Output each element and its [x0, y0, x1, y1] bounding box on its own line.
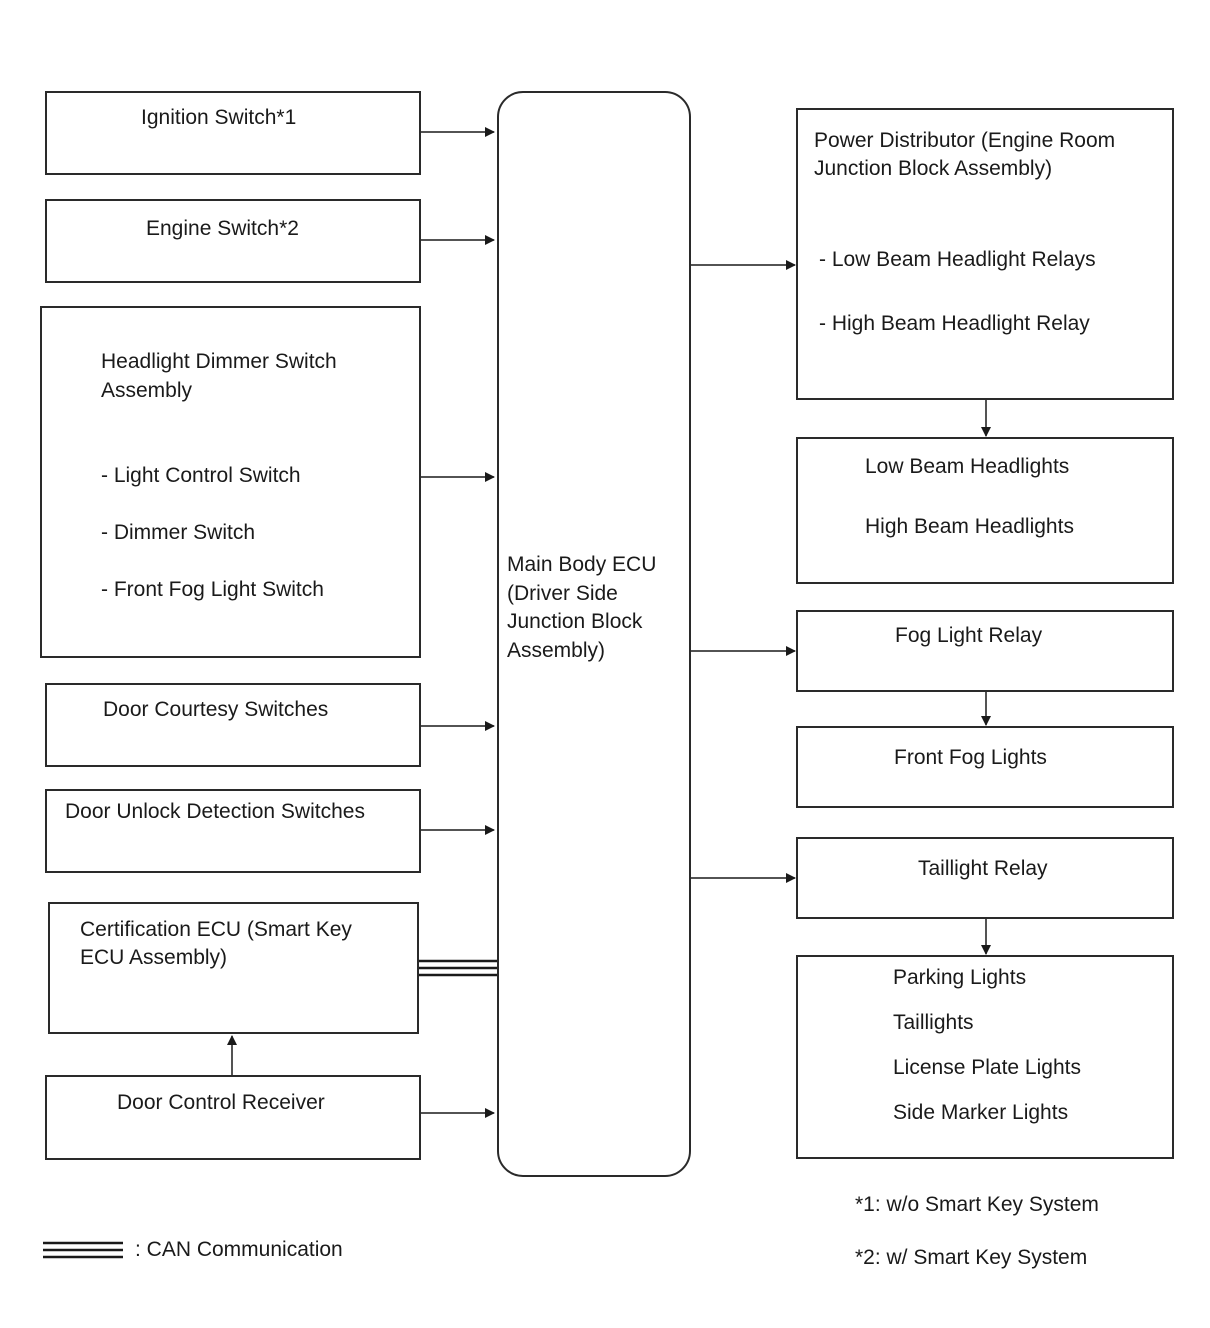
- door-control-receiver-label: Door Control Receiver: [117, 1091, 325, 1114]
- lights-box: Parking Lights Taillights License Plate …: [796, 955, 1174, 1159]
- door-courtesy-label: Door Courtesy Switches: [103, 698, 329, 721]
- main-ecu-line-3: Junction Block: [507, 610, 643, 633]
- can-legend-symbol: [43, 1241, 123, 1259]
- can-bus-lines: [418, 959, 497, 977]
- high-beam-relay-item: - High Beam Headlight Relay: [819, 312, 1090, 335]
- certification-ecu-label-2: ECU Assembly): [80, 946, 228, 969]
- parking-lights-label: Parking Lights: [893, 966, 1027, 989]
- engine-switch-box: Engine Switch*2: [45, 199, 421, 283]
- ignition-switch-box: Ignition Switch*1: [45, 91, 421, 175]
- power-distributor-label-2: Junction Block Assembly): [814, 157, 1053, 180]
- note-1: *1: w/o Smart Key System: [855, 1193, 1099, 1216]
- headlight-dimmer-title-1: Headlight Dimmer Switch: [101, 350, 337, 373]
- door-courtesy-box: Door Courtesy Switches: [45, 683, 421, 767]
- note-2: *2: w/ Smart Key System: [855, 1246, 1088, 1269]
- certification-ecu-label-1: Certification ECU (Smart Key: [80, 918, 352, 941]
- side-marker-lights-label: Side Marker Lights: [893, 1101, 1069, 1124]
- dimmer-switch-item: - Dimmer Switch: [101, 521, 256, 544]
- main-body-ecu-box: Main Body ECU (Driver Side Junction Bloc…: [497, 91, 691, 1177]
- door-control-receiver-box: Door Control Receiver: [45, 1075, 421, 1160]
- ignition-switch-label: Ignition Switch*1: [141, 106, 297, 129]
- headlights-box: Low Beam Headlights High Beam Headlights: [796, 437, 1174, 584]
- certification-ecu-box: Certification ECU (Smart Key ECU Assembl…: [48, 902, 419, 1034]
- power-distributor-label-1: Power Distributor (Engine Room: [814, 129, 1116, 152]
- engine-switch-label: Engine Switch*2: [146, 217, 299, 240]
- can-legend-label: : CAN Communication: [135, 1238, 343, 1261]
- high-beam-headlights-label: High Beam Headlights: [865, 515, 1074, 538]
- headlight-dimmer-title-2: Assembly: [101, 379, 193, 402]
- front-fog-switch-item: - Front Fog Light Switch: [101, 578, 324, 601]
- taillights-label: Taillights: [893, 1011, 974, 1034]
- door-unlock-box: Door Unlock Detection Switches: [45, 789, 421, 873]
- front-fog-lights-label: Front Fog Lights: [894, 746, 1047, 769]
- main-ecu-line-1: Main Body ECU: [507, 553, 657, 576]
- main-ecu-line-2: (Driver Side: [507, 582, 618, 605]
- license-plate-lights-label: License Plate Lights: [893, 1056, 1081, 1079]
- light-control-switch-item: - Light Control Switch: [101, 464, 301, 487]
- main-ecu-line-4: Assembly): [507, 639, 606, 662]
- taillight-relay-box: Taillight Relay: [796, 837, 1174, 919]
- low-beam-relays-item: - Low Beam Headlight Relays: [819, 248, 1096, 271]
- front-fog-lights-box: Front Fog Lights: [796, 726, 1174, 808]
- taillight-relay-label: Taillight Relay: [918, 857, 1048, 880]
- low-beam-headlights-label: Low Beam Headlights: [865, 455, 1070, 478]
- fog-light-relay-label: Fog Light Relay: [895, 624, 1043, 647]
- door-unlock-label: Door Unlock Detection Switches: [65, 800, 365, 823]
- headlight-dimmer-box: Headlight Dimmer Switch Assembly - Light…: [40, 306, 421, 658]
- power-distributor-box: Power Distributor (Engine Room Junction …: [796, 108, 1174, 400]
- fog-light-relay-box: Fog Light Relay: [796, 610, 1174, 692]
